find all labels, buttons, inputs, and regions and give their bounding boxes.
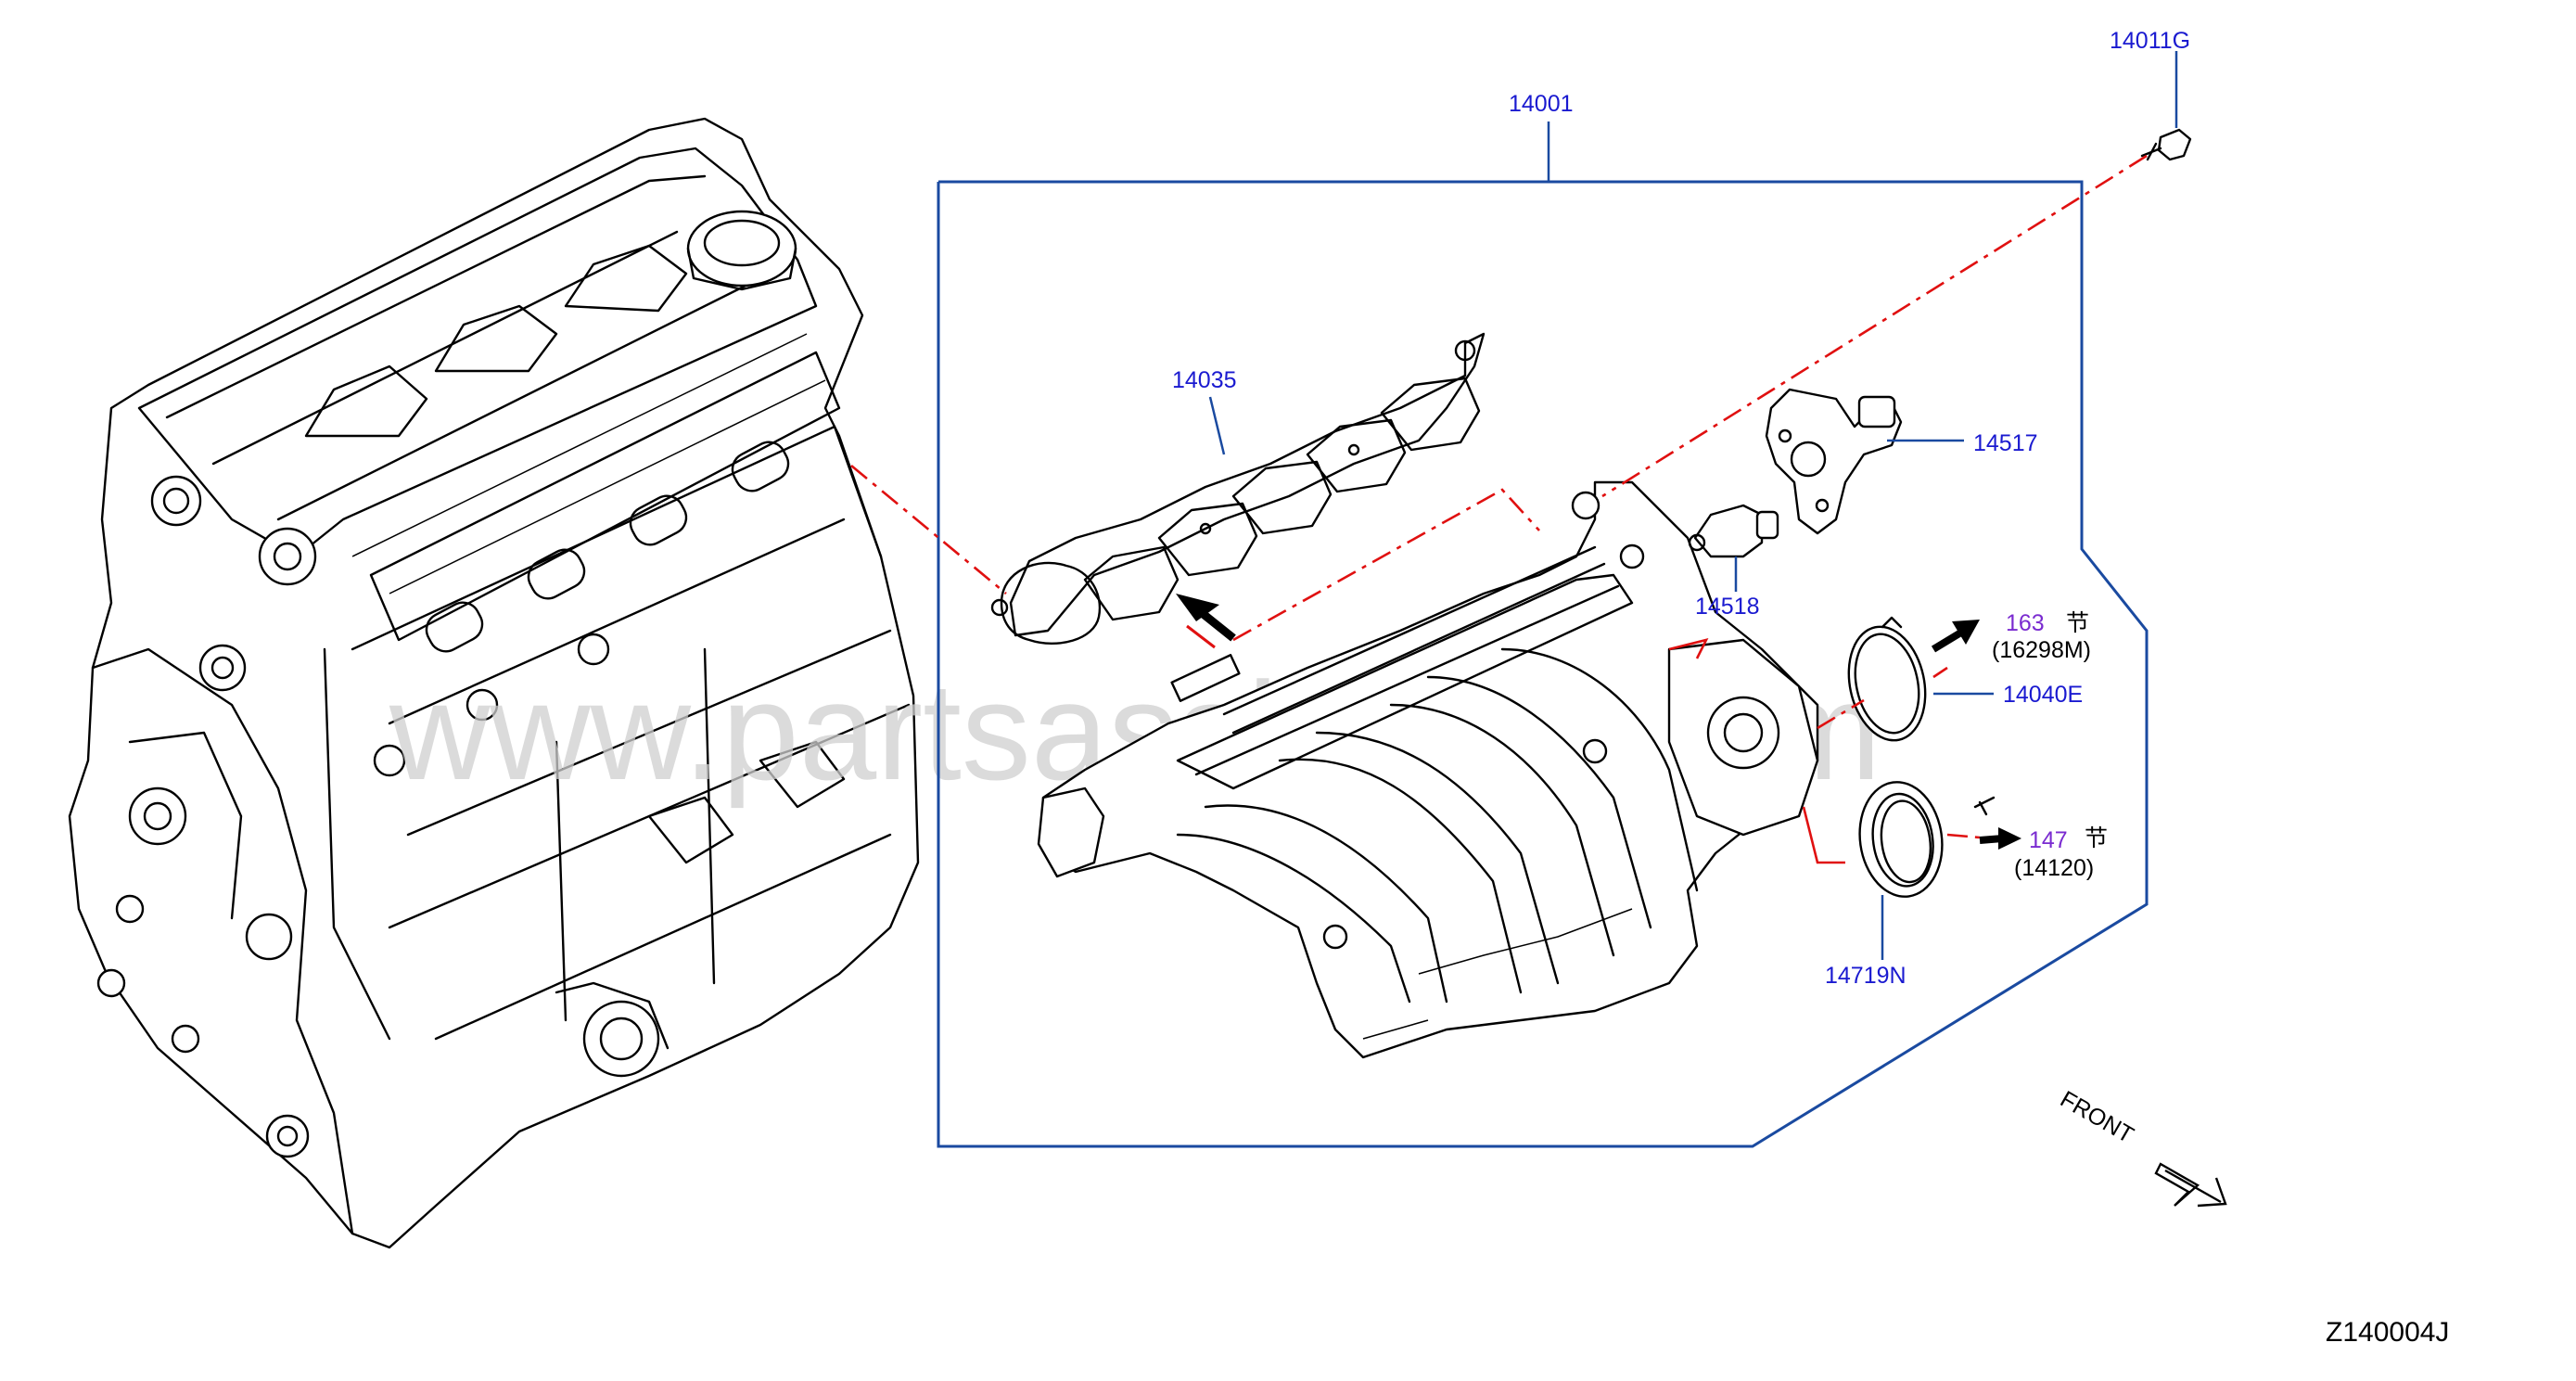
front-arrow-icon — [2154, 1162, 2227, 1208]
assembly-outline-14001 — [937, 180, 2149, 1148]
section-glyph-163: 节 — [2066, 610, 2089, 636]
section-ref-163[interactable]: 163 — [2006, 610, 2045, 636]
callout-14040E[interactable]: 14040E — [2003, 682, 2083, 708]
diagram-code: Z140004J — [2326, 1317, 2449, 1348]
direction-arrow-gasket — [1176, 594, 1236, 649]
front-label: FRONT — [2056, 1086, 2138, 1148]
sensor-14517-drawing — [1765, 388, 1903, 535]
callout-14011G[interactable]: 14011G — [2110, 28, 2190, 54]
section-part-14120: (14120) — [2014, 855, 2094, 881]
callout-14001[interactable]: 14001 — [1509, 91, 1574, 117]
gasket-14035-drawing — [990, 332, 1486, 645]
intake-manifold-drawing — [1037, 480, 1819, 1059]
callout-14035[interactable]: 14035 — [1172, 367, 1237, 393]
callout-14719N[interactable]: 14719N — [1825, 963, 1906, 989]
valve-14518-drawing — [1688, 504, 1779, 558]
engine-block-drawing — [68, 117, 920, 1249]
section-part-16298M: (16298M) — [1992, 637, 2091, 663]
clamp-ring-14719N-drawing — [1858, 781, 1996, 898]
callout-14518[interactable]: 14518 — [1695, 594, 1760, 620]
section-ref-147[interactable]: 147 — [2029, 827, 2068, 853]
leader-14035 — [1208, 396, 1226, 455]
bolt-14011G-drawing — [2140, 128, 2192, 161]
gasket-ring-14040E-drawing — [1847, 616, 1927, 742]
ref-arrow-147 — [1979, 827, 2021, 850]
callout-14517[interactable]: 14517 — [1973, 430, 2038, 456]
section-glyph-147: 节 — [2085, 825, 2108, 851]
ref-arrow-163 — [1931, 620, 1980, 653]
